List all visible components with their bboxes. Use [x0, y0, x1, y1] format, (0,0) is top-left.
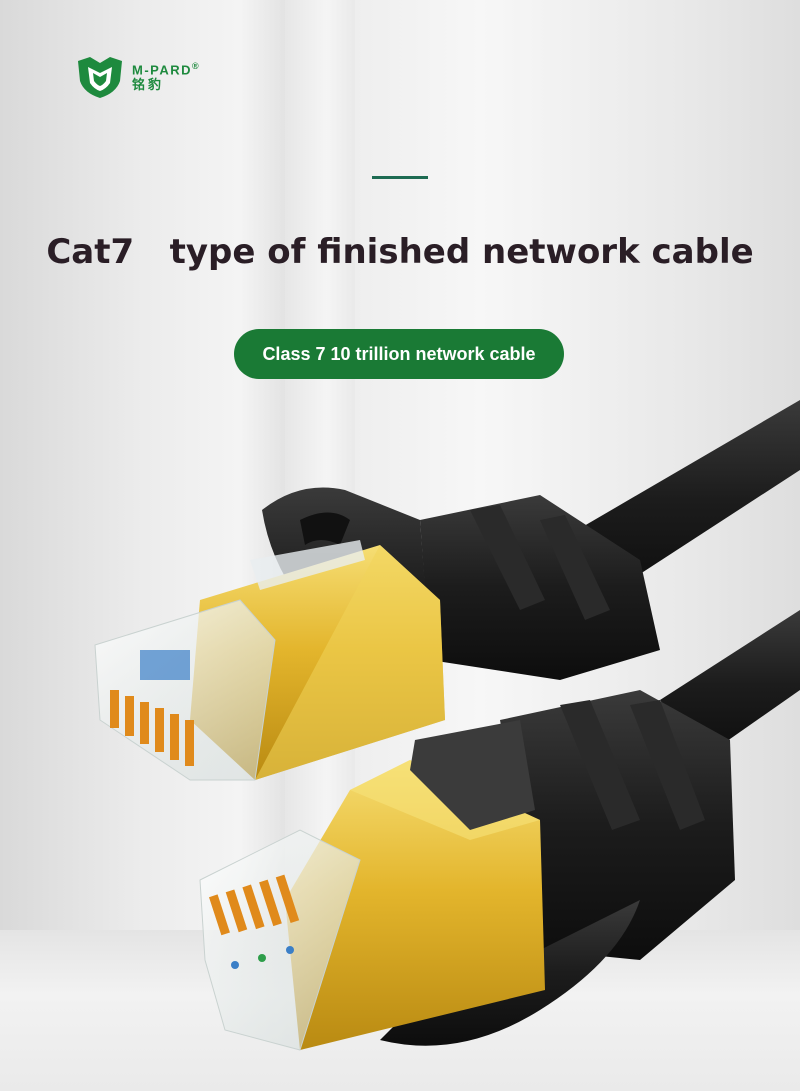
lower-connector: [199, 610, 800, 1051]
brand-logo: M-PARD® 铭豹: [76, 55, 200, 99]
title-text: type of finished network cable: [169, 232, 754, 272]
shield-icon: [78, 57, 122, 98]
category-badge: Class 7 10 trillion network cable: [234, 329, 564, 379]
page-title: Cat7 type of finished network cable: [0, 232, 800, 272]
accent-divider: [372, 176, 428, 179]
brand-chinese-name: 铭豹: [132, 78, 165, 94]
title-model: Cat7: [46, 232, 135, 272]
upper-connector: [94, 400, 800, 781]
brand-name: M-PARD®: [132, 60, 201, 78]
